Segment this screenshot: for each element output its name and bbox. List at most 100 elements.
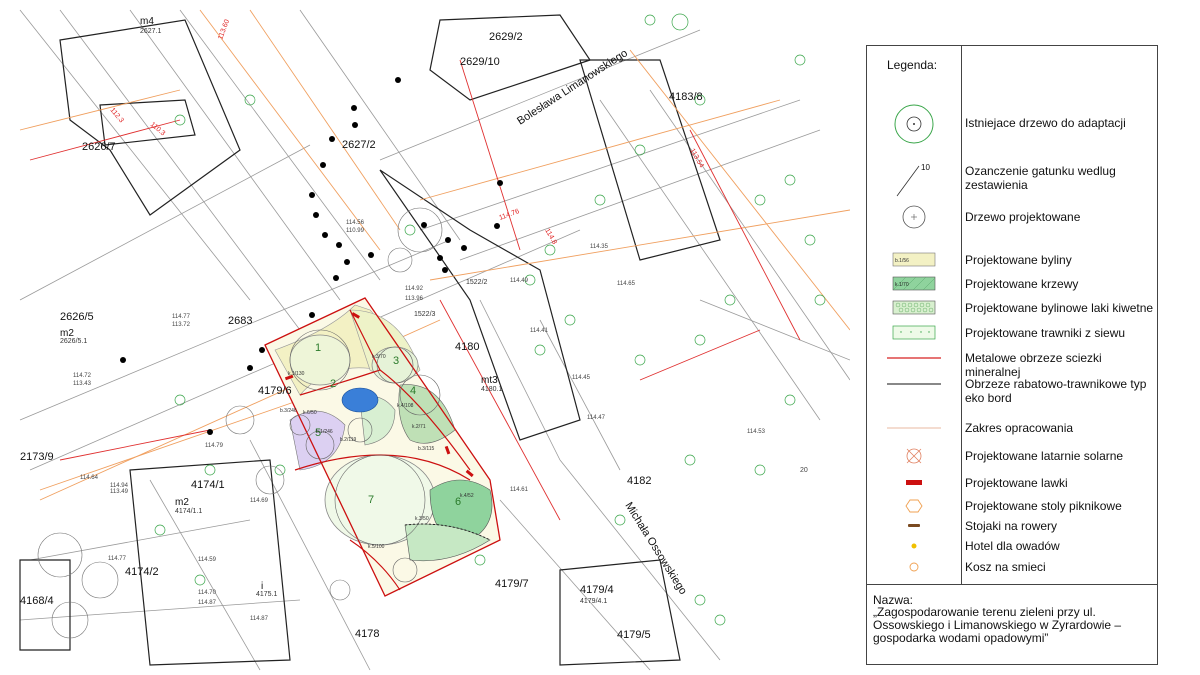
svg-text:114.70: 114.70 xyxy=(198,590,217,596)
svg-text:5: 5 xyxy=(315,427,321,439)
svg-text:20: 20 xyxy=(800,467,808,474)
svg-text:113.96: 113.96 xyxy=(405,296,424,302)
species-marker-icon: 10 xyxy=(896,163,930,197)
svg-text:k.6/50: k.6/50 xyxy=(303,410,317,416)
svg-text:k.1/70: k.1/70 xyxy=(895,282,909,288)
legend-item-bench: Projektowane lawki xyxy=(867,474,1159,492)
svg-text:114.61: 114.61 xyxy=(510,487,529,493)
elevation-labels: 114.77 113.72 114.72 113.43 114.56 110.9… xyxy=(73,220,766,622)
legend-divider xyxy=(961,46,962,584)
svg-text:114.94: 114.94 xyxy=(110,483,129,489)
svg-text:4183/8: 4183/8 xyxy=(669,91,703,103)
svg-text:114.56: 114.56 xyxy=(346,220,365,226)
metal-edge-icon xyxy=(887,357,941,359)
legend-label-insect-hotel: Hotel dla owadów xyxy=(965,539,1060,553)
svg-text:114.79: 114.79 xyxy=(205,443,224,449)
svg-text:k.3/50: k.3/50 xyxy=(415,516,429,522)
legend-label-species-marker: Ozanczenie gatunku wedlug zestawienia xyxy=(965,164,1116,192)
project-name-label: Nazwa: xyxy=(873,593,914,607)
legend-item-flower-meadow: Projektowane bylinowe laki kiwetne xyxy=(867,299,1159,317)
svg-text:113.54: 113.54 xyxy=(688,148,705,170)
svg-text:1522/3: 1522/3 xyxy=(414,311,436,318)
svg-text:b.3/246: b.3/246 xyxy=(280,408,297,414)
project-name-box: Nazwa: „Zagospodarowanie terenu zieleni … xyxy=(866,585,1158,665)
legend-item-scope: Zakres opracowania xyxy=(867,420,1159,436)
svg-text:114.53: 114.53 xyxy=(747,429,766,435)
legend-label-picnic-table: Projektowane stoly piknikowe xyxy=(965,499,1122,513)
svg-text:114.76: 114.76 xyxy=(498,208,520,222)
svg-text:k.1/130: k.1/130 xyxy=(288,371,305,377)
svg-text:10: 10 xyxy=(921,163,930,172)
svg-text:b.3/115: b.3/115 xyxy=(418,446,435,452)
svg-text:4178: 4178 xyxy=(355,628,379,640)
legend-item-bike-rack: Stojaki na rowery xyxy=(867,518,1159,534)
svg-text:114.87: 114.87 xyxy=(250,616,269,622)
existing-tree-icon xyxy=(894,104,934,144)
svg-text:4179/6: 4179/6 xyxy=(258,385,292,397)
lawn-swatch xyxy=(892,325,936,340)
svg-text:4180: 4180 xyxy=(455,341,479,353)
planned-tree-icon xyxy=(902,205,926,229)
svg-text:mt3: mt3 xyxy=(481,375,498,386)
svg-text:4174/1.1: 4174/1.1 xyxy=(175,508,202,515)
legend-label-bike-rack: Stojaki na rowery xyxy=(965,519,1058,533)
svg-text:b.1/56: b.1/56 xyxy=(895,258,909,264)
legend-label-scope: Zakres opracowania xyxy=(965,421,1074,435)
svg-text:k.3/70: k.3/70 xyxy=(372,354,386,360)
svg-text:114.41: 114.41 xyxy=(530,328,549,334)
svg-text:2629/2: 2629/2 xyxy=(489,31,523,43)
legend-label-lawn: Projektowane trawniki z siewu xyxy=(965,326,1126,340)
site-plan-map: 113.60 110.3 114.76 113.54 112.3 114.8 2… xyxy=(19,9,850,671)
svg-text:4179/5: 4179/5 xyxy=(617,629,651,641)
svg-text:4180.1: 4180.1 xyxy=(481,386,503,393)
svg-text:k.5/100: k.5/100 xyxy=(368,544,385,550)
svg-text:114.64: 114.64 xyxy=(80,475,99,481)
black-markers xyxy=(120,77,503,435)
svg-text:m2: m2 xyxy=(60,328,74,339)
svg-text:b.2/119: b.2/119 xyxy=(340,437,357,443)
buildings xyxy=(19,14,721,666)
svg-text:4179/7: 4179/7 xyxy=(495,578,529,590)
svg-text:3: 3 xyxy=(393,355,399,367)
picnic-table-icon xyxy=(905,499,923,513)
solar-lamp-icon xyxy=(906,448,922,464)
svg-text:114.92: 114.92 xyxy=(405,286,424,292)
project-name-text: „Zagospodarowanie terenu zieleni przy ul… xyxy=(873,605,1122,645)
legend-item-existing-tree: Istniejace drzewo do adaptacji xyxy=(867,104,1159,144)
svg-text:1522/2: 1522/2 xyxy=(466,279,488,286)
svg-text:113.49: 113.49 xyxy=(110,489,129,495)
legend-label-perennials: Projektowane byliny xyxy=(965,253,1072,267)
svg-text:2: 2 xyxy=(330,378,336,390)
svg-text:114.72: 114.72 xyxy=(73,373,92,379)
svg-text:k.4/108: k.4/108 xyxy=(397,403,414,409)
legend-title: Legenda: xyxy=(887,58,938,72)
legend-label-trash-bin: Kosz na smieci xyxy=(965,560,1046,574)
project-area xyxy=(264,297,501,597)
svg-text:2626/7: 2626/7 xyxy=(82,141,116,153)
svg-text:4174/1: 4174/1 xyxy=(191,479,225,491)
svg-text:i: i xyxy=(261,581,263,592)
legend-panel: Legenda: Istniejace drzewo do adaptacji … xyxy=(866,45,1158,585)
legend-label-bench: Projektowane lawki xyxy=(965,476,1068,490)
legend-item-lawn: Projektowane trawniki z siewu xyxy=(867,324,1159,342)
svg-text:4179/4.1: 4179/4.1 xyxy=(580,598,607,605)
existing-trees xyxy=(154,13,826,626)
svg-text:2626/5: 2626/5 xyxy=(60,311,94,323)
svg-text:4: 4 xyxy=(410,385,416,397)
svg-text:114.77: 114.77 xyxy=(108,556,127,562)
svg-text:114.47: 114.47 xyxy=(587,415,606,421)
svg-text:114.8: 114.8 xyxy=(543,228,558,246)
flower-meadow-swatch xyxy=(892,300,936,315)
legend-item-trash-bin: Kosz na smieci xyxy=(867,558,1159,576)
parcel-labels: 2629/2 2629/10 2627/2 2626/7 2626/5 2683… xyxy=(20,16,703,641)
bike-rack-icon xyxy=(908,524,920,527)
svg-text:114.49: 114.49 xyxy=(510,278,529,284)
svg-text:4179/4: 4179/4 xyxy=(580,584,614,596)
legend-label-planned-tree: Drzewo projektowane xyxy=(965,210,1081,224)
svg-text:4174/2: 4174/2 xyxy=(125,566,159,578)
insect-hotel-icon xyxy=(911,543,917,549)
svg-text:Bolesława Limanowskiego: Bolesława Limanowskiego xyxy=(515,47,630,127)
svg-text:114.45: 114.45 xyxy=(572,375,591,381)
svg-text:2627.1: 2627.1 xyxy=(140,28,162,35)
svg-text:114.59: 114.59 xyxy=(198,557,217,563)
